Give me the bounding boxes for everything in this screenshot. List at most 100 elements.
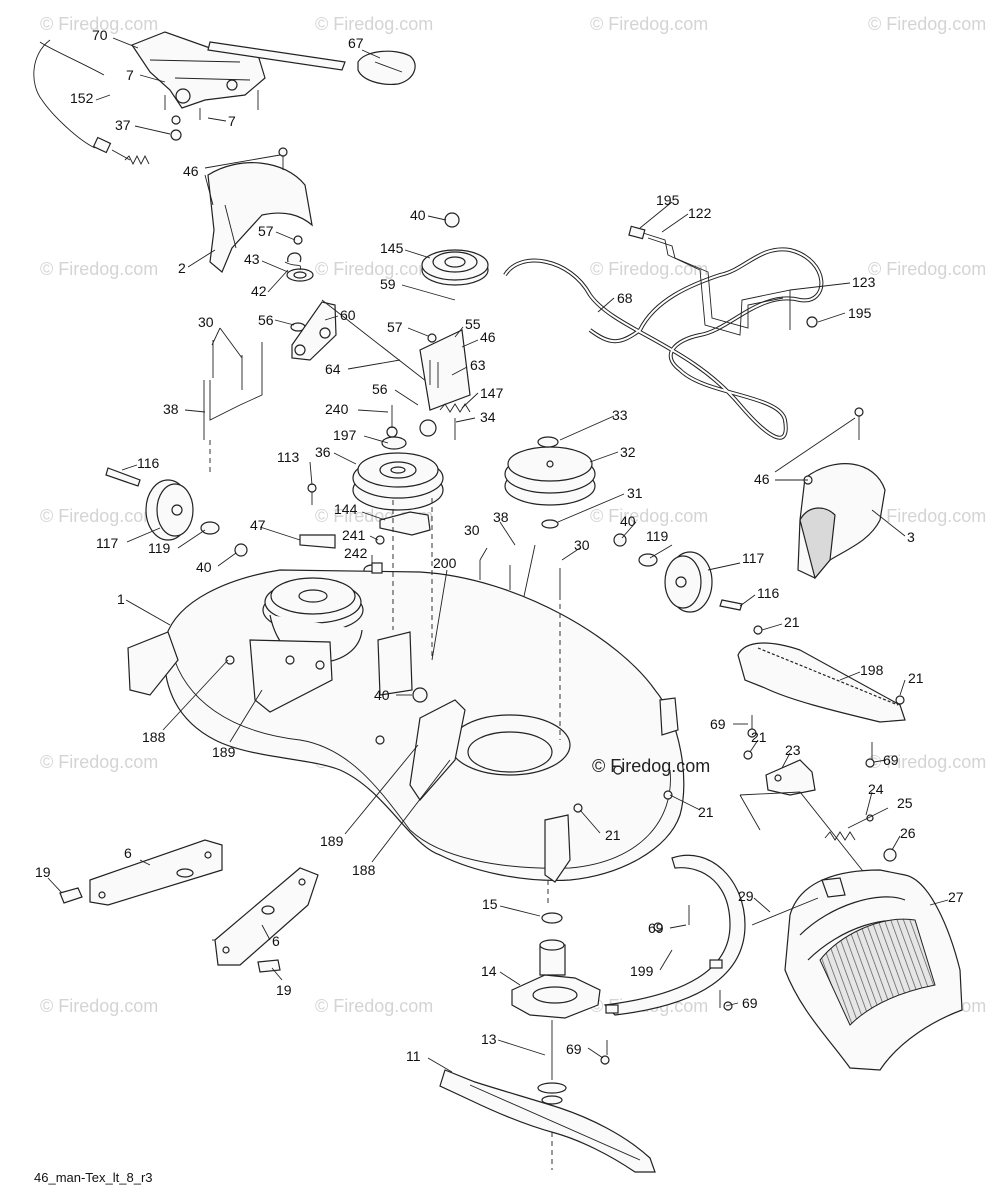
callout-55: 55	[465, 316, 481, 332]
callout-69: 69	[566, 1041, 582, 1057]
callout-32: 32	[620, 444, 636, 460]
handle-grip	[357, 50, 416, 85]
callout-40: 40	[374, 687, 390, 703]
callout-38: 38	[493, 509, 509, 525]
mower-deck	[127, 562, 685, 883]
callout-46: 46	[480, 329, 496, 345]
callout-33: 33	[612, 407, 628, 423]
pulley-right	[504, 436, 596, 529]
callout-36: 36	[315, 444, 331, 460]
blade-spindle	[511, 912, 601, 1105]
callout-38: 38	[163, 401, 179, 417]
alignment-lines	[209, 440, 561, 1170]
callout-119: 119	[148, 540, 171, 556]
watermark: © Firedog.com	[315, 259, 433, 279]
watermark: © Firedog.com	[40, 14, 158, 34]
watermark: © Firedog.com	[868, 14, 986, 34]
callout-188: 188	[142, 729, 166, 745]
callout-188: 188	[352, 862, 376, 878]
callout-3: 3	[907, 529, 915, 545]
pulley	[421, 212, 489, 286]
callout-46: 46	[754, 471, 770, 487]
center-watermark: © Firedog.com	[592, 756, 710, 776]
callout-242: 242	[344, 545, 368, 561]
callout-19: 19	[276, 982, 292, 998]
callout-64: 64	[325, 361, 341, 377]
callout-37: 37	[115, 117, 131, 133]
watermark: © Firedog.com	[40, 996, 158, 1016]
idler-bracket	[284, 235, 441, 393]
watermark: © Firedog.com	[40, 259, 158, 279]
callout-116: 116	[757, 585, 780, 601]
watermark: © Firedog.com	[315, 14, 433, 34]
callout-63: 63	[470, 357, 486, 373]
callout-56: 56	[372, 381, 388, 397]
callout-189: 189	[212, 744, 236, 760]
callout-197: 197	[333, 427, 357, 443]
drive-belt	[503, 247, 824, 440]
callout-119: 119	[646, 528, 669, 544]
callout-195: 195	[848, 305, 872, 321]
callout-198: 198	[860, 662, 884, 678]
drawing-reference: 46_man-Tex_lt_8_r3	[34, 1170, 153, 1185]
pulley-large	[352, 436, 444, 511]
callout-2: 2	[178, 260, 186, 276]
callout-1: 1	[117, 591, 125, 607]
callout-labels: 70 67 7 152 7 37 46 57 43 42 2 60 56 30 …	[35, 27, 964, 1064]
gauge-wheel-left	[105, 467, 248, 557]
brackets	[59, 839, 319, 973]
callout-68: 68	[617, 290, 633, 306]
callout-15: 15	[482, 896, 498, 912]
callout-195: 195	[656, 192, 680, 208]
watermark: © Firedog.com	[868, 259, 986, 279]
callout-113: 113	[277, 449, 300, 465]
callout-67: 67	[348, 35, 364, 51]
callout-59: 59	[380, 276, 396, 292]
callout-47: 47	[250, 517, 266, 533]
callout-42: 42	[251, 283, 267, 299]
callout-70: 70	[92, 27, 108, 43]
callout-21: 21	[751, 729, 767, 745]
callout-21: 21	[784, 614, 800, 630]
callout-leaders	[47, 37, 949, 1073]
watermark: © Firedog.com	[40, 752, 158, 772]
callout-240: 240	[325, 401, 349, 417]
callout-69: 69	[648, 920, 664, 936]
belt-cover	[797, 407, 886, 580]
cable	[33, 39, 182, 166]
callout-117: 117	[96, 535, 119, 551]
callout-144: 144	[334, 501, 358, 517]
callout-43: 43	[244, 251, 260, 267]
callout-189: 189	[320, 833, 344, 849]
callout-13: 13	[481, 1031, 497, 1047]
callout-147: 147	[480, 385, 504, 401]
callout-24: 24	[868, 781, 884, 797]
watermark: © Firedog.com	[590, 14, 708, 34]
callout-29: 29	[738, 888, 754, 904]
callout-11: 11	[406, 1048, 421, 1064]
callout-21: 21	[605, 827, 621, 843]
callout-200: 200	[433, 555, 457, 571]
callout-26: 26	[900, 825, 916, 841]
watermark: © Firedog.com	[868, 506, 986, 526]
lift-linkage	[131, 31, 346, 120]
callout-7: 7	[126, 67, 134, 83]
callout-19: 19	[35, 864, 51, 880]
callout-241: 241	[342, 527, 366, 543]
callout-69: 69	[742, 995, 758, 1011]
discharge-chute	[784, 869, 963, 1071]
belt-guard	[207, 147, 313, 273]
callout-60: 60	[340, 307, 356, 323]
callout-40: 40	[196, 559, 212, 575]
callout-117: 117	[742, 550, 765, 566]
discharge-bracket	[739, 750, 897, 881]
callout-57: 57	[387, 319, 403, 335]
callout-34: 34	[480, 409, 496, 425]
callout-69: 69	[883, 752, 899, 768]
callout-6: 6	[124, 845, 132, 861]
idler-arm	[386, 329, 471, 440]
watermark: © Firedog.com	[868, 752, 986, 772]
parts-layer	[33, 31, 963, 1173]
callout-23: 23	[785, 742, 801, 758]
